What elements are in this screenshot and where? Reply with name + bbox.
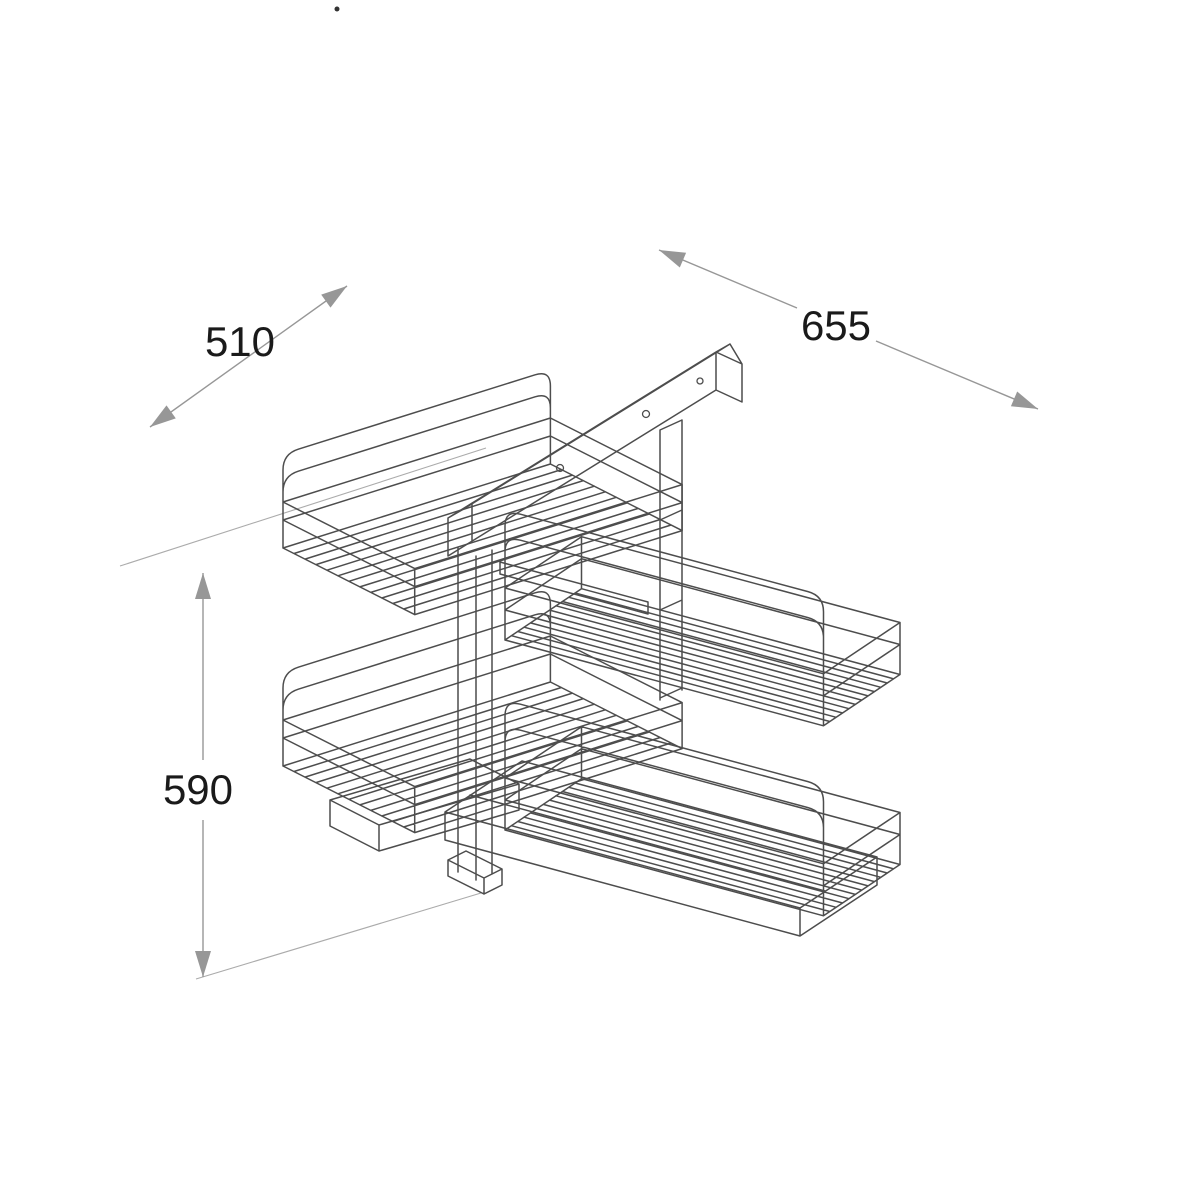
dimension-label-depth: 510	[205, 318, 275, 365]
base-platform	[444, 760, 878, 937]
dimension-arrowheads	[150, 250, 1038, 977]
dimension-label-height: 590	[163, 766, 233, 813]
back-frame	[659, 419, 683, 701]
beam-screw-hole	[641, 409, 651, 419]
basket-lower-right	[504, 702, 901, 917]
extension-lines	[119, 447, 487, 980]
rear-fixing-plate	[329, 758, 520, 852]
beam-screw-hole	[555, 463, 565, 473]
arrowhead	[150, 405, 176, 427]
pullout-unit-wireframe	[282, 343, 901, 937]
arrowhead	[321, 286, 347, 308]
mounting-beam	[447, 343, 743, 557]
pivot-arm	[499, 561, 649, 615]
dimension-label-width: 655	[801, 302, 871, 349]
dimension-lines	[149, 249, 1039, 977]
beam-screw-hole	[696, 377, 704, 385]
arrowhead	[195, 573, 211, 599]
dim-line-510	[149, 285, 348, 428]
arrowhead	[659, 250, 687, 268]
extension-line-bottom	[195, 892, 482, 980]
basket-upper-right	[504, 512, 901, 727]
stray-dot-mark	[334, 6, 340, 12]
arrowhead	[195, 951, 211, 977]
arrowhead	[1010, 391, 1038, 409]
center-post	[447, 547, 503, 895]
extension-line-top	[119, 447, 487, 567]
